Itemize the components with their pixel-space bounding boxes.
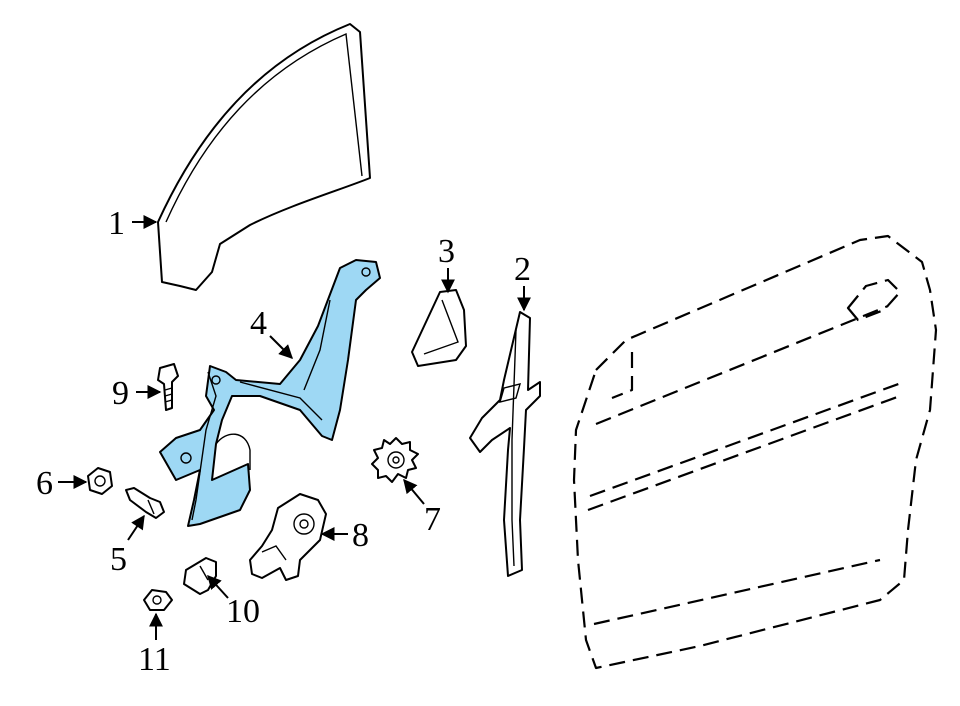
callout-1: 1 — [108, 205, 125, 242]
bolt-9-part[interactable] — [157, 363, 179, 411]
callout-3: 3 — [438, 233, 455, 270]
motor-8-part[interactable] — [249, 493, 327, 581]
leader-7 — [403, 478, 425, 505]
door-shell-outline — [572, 234, 938, 670]
callout-labels: 1 2 3 4 5 6 7 8 9 10 11 — [36, 205, 531, 678]
callout-8: 8 — [352, 517, 369, 554]
corner-trim-part[interactable] — [411, 289, 467, 367]
callout-11: 11 — [138, 641, 171, 678]
callout-7: 7 — [424, 501, 441, 538]
gear-7-part[interactable] — [371, 437, 419, 483]
door-glass-part[interactable] — [157, 23, 371, 291]
callout-10: 10 — [226, 593, 260, 630]
leader-5 — [127, 514, 145, 541]
callout-6: 6 — [36, 465, 53, 502]
connector-10-part[interactable] — [183, 557, 217, 595]
callout-4: 4 — [250, 305, 267, 342]
regulator-rail — [159, 259, 381, 527]
bolt-11-part[interactable] — [143, 589, 173, 611]
window-regulator-part[interactable] — [159, 259, 381, 527]
stud-5-part[interactable] — [125, 487, 165, 519]
nut-6-part[interactable] — [87, 467, 113, 495]
leader-4 — [269, 335, 293, 359]
glass-channel-part[interactable] — [469, 311, 541, 577]
leader-lines — [58, 215, 531, 640]
callout-9: 9 — [112, 375, 129, 412]
leader-10 — [207, 574, 229, 599]
callout-5: 5 — [110, 541, 127, 578]
callout-2: 2 — [514, 251, 531, 288]
